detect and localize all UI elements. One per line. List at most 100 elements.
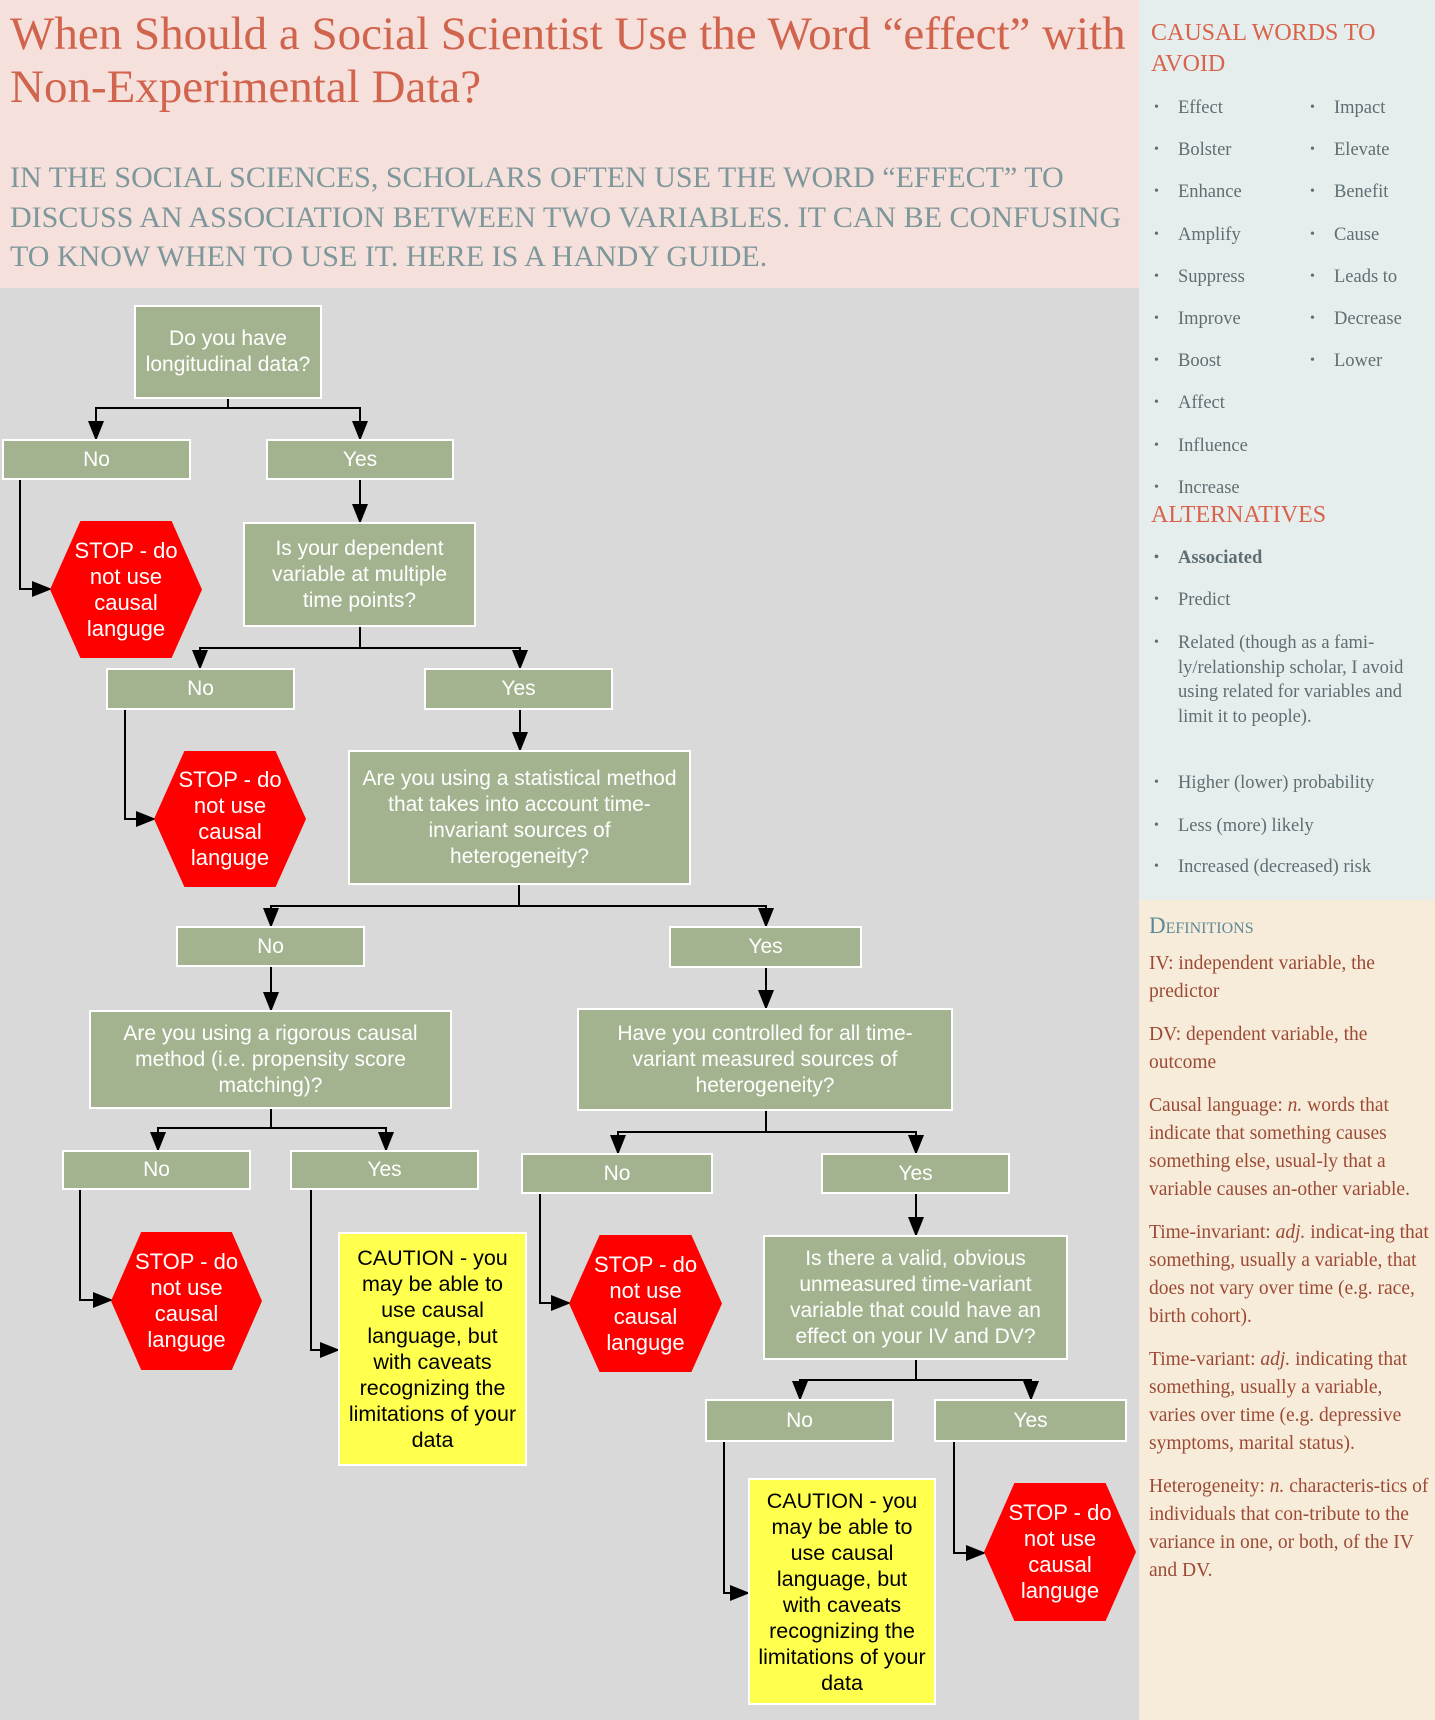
list-item: •Increase (1154, 476, 1298, 501)
stop-node: STOP - do not use causal langugе (50, 521, 202, 658)
definition: Causal language: n. words that indicate … (1149, 1092, 1429, 1204)
node-label: STOP - do not use causal langugе (134, 1249, 239, 1352)
bullet-icon: • (1154, 592, 1159, 607)
node-label: Yes (342, 447, 378, 471)
list-item-text: Elevate (1334, 140, 1390, 161)
definition: IV: independent variable, the predictor (1149, 950, 1429, 1006)
list-item-text: Related (though as a fami-ly/relationshi… (1178, 633, 1404, 727)
node-label: CAUTION - you may be able to use causal … (348, 1246, 517, 1452)
node-label: Is there a valid, obvious unmeasured tim… (789, 1246, 1041, 1348)
definition-term: Causal language: (1149, 1095, 1283, 1116)
question-node: Are you using a statistical method that … (348, 750, 691, 885)
node-label: Is your dependent variable at multiple t… (271, 536, 448, 612)
list-item: •Elevate (1310, 138, 1434, 163)
arrow-connector (953, 1442, 986, 1561)
arrow-connector (610, 1111, 767, 1155)
node-label: STOP - do not use causal langugе (74, 537, 178, 641)
list-item-text: Decrease (1334, 309, 1402, 329)
list-item-text: Boost (1178, 351, 1222, 372)
arrow-connector (19, 480, 52, 597)
node-label: No (786, 1408, 813, 1432)
node-label: Yes (367, 1158, 402, 1181)
sidebar-definitions (1139, 900, 1435, 1720)
list-item-text: Leads to (1334, 266, 1398, 287)
definition-text: indicat-ing that something, usually a va… (1149, 1222, 1429, 1327)
node-label: Yes (748, 935, 783, 958)
arrow-connector (271, 1127, 394, 1152)
yes-node: Yes (821, 1153, 1010, 1194)
definition-pos: adj. (1260, 1349, 1291, 1370)
bullet-icon: • (1154, 775, 1159, 790)
list-item-text: Increased (decreased) risk (1178, 857, 1372, 877)
list-item: • Cause (1310, 223, 1434, 248)
definition-pos: adj. (1275, 1222, 1306, 1243)
bullet-icon: • (1154, 818, 1159, 833)
header: When Should a Social Scientist Use the W… (0, 0, 1139, 288)
list-item-text: Predict (1178, 590, 1231, 610)
list-item: • Enhance (1154, 180, 1298, 205)
definition-text: dependent variable, the outcome (1149, 1024, 1368, 1073)
list-item: • Related (though as a fami-ly/relationsh… (1154, 631, 1413, 729)
node-label: No (603, 1161, 631, 1185)
bullet-icon: • (1154, 100, 1159, 115)
node-label: STOP - do not use causal langugе (1008, 1500, 1112, 1603)
bullet-icon: • (1310, 226, 1315, 242)
list-item-text: Less (more) likely (1178, 816, 1314, 836)
bullet-icon: • (1310, 353, 1315, 369)
list-item-text: Enhance (1178, 182, 1242, 203)
arrow-connector (192, 627, 361, 670)
yes-node: Yes (669, 926, 862, 968)
list-item-text: Amplify (1178, 224, 1241, 245)
question-node: Is there a valid, obvious unmeasured tim… (763, 1235, 1068, 1360)
list-item: •Amplify (1154, 223, 1298, 248)
list-item-text: Cause (1334, 224, 1380, 245)
caution-node: CAUTION - you may be able to use causal … (338, 1232, 527, 1466)
arrow-connector (310, 1190, 340, 1358)
list-item-text: Affect (1178, 393, 1225, 414)
list-item-text: Benefit (1334, 182, 1389, 203)
list-item: •Impact (1310, 96, 1434, 121)
list-item-text: Lower (1334, 351, 1383, 372)
stop-node: STOP - do not use causal langugе (569, 1235, 722, 1372)
bullet-icon: • (1154, 395, 1159, 411)
no-node: No (62, 1150, 251, 1190)
bullet-icon: • (1154, 268, 1159, 284)
definition-text: indicating that something, usually a var… (1149, 1349, 1408, 1454)
list-item-text: Improve (1178, 309, 1241, 329)
list-item-text: Higher (lower) probability (1178, 773, 1375, 793)
definition: Heterogeneity: n. characteris-tics of in… (1149, 1473, 1429, 1585)
bullet-icon: • (1154, 635, 1159, 650)
node-label: Are you using a rigorous causal method (… (123, 1021, 418, 1097)
list-item: •Benefit (1310, 180, 1434, 205)
arrow-connector (916, 1379, 1039, 1401)
list-item: • Decrease (1310, 307, 1434, 332)
question-node: Is your dependent variable at multiple t… (243, 522, 476, 627)
node-label: STOP - do not use causal langugе (178, 767, 282, 870)
arrow-connector (228, 407, 368, 441)
arrow-connector (792, 1360, 917, 1401)
node-label: No (257, 934, 284, 958)
definition-text: independent variable, the predictor (1149, 953, 1375, 1002)
no-node: No (705, 1399, 894, 1442)
page-title: When Should a Social Scientist Use the W… (10, 8, 1126, 113)
node-label: Have you controlled for all time-variant… (617, 1021, 913, 1097)
bullet-icon: • (1154, 142, 1159, 158)
caution-node: CAUTION - you may be able to use causal … (748, 1478, 936, 1705)
bullet-icon: • (1310, 311, 1315, 326)
list-item: •Boost (1154, 349, 1298, 374)
node-label: No (143, 1158, 170, 1181)
page-subtitle: IN THE SOCIAL SCIENCES, SCHOLARS OFTEN U… (10, 161, 1122, 273)
bullet-icon: • (1154, 550, 1159, 565)
arrow-connector (150, 1109, 272, 1152)
definition-pos: n. (1269, 1476, 1285, 1497)
definition-term: DV: (1149, 1024, 1182, 1045)
bullet-icon: • (1154, 184, 1159, 200)
yes-node: Yes (934, 1399, 1127, 1442)
list-item: •Effect (1154, 96, 1298, 121)
definition-term: IV: (1149, 953, 1174, 974)
node-label: Do you have longitudinal data? (145, 327, 311, 376)
list-item-text: Suppress (1178, 266, 1245, 287)
alternatives-heading: ALTERNATIVES (1151, 502, 1327, 528)
yes-node: Yes (266, 439, 454, 480)
